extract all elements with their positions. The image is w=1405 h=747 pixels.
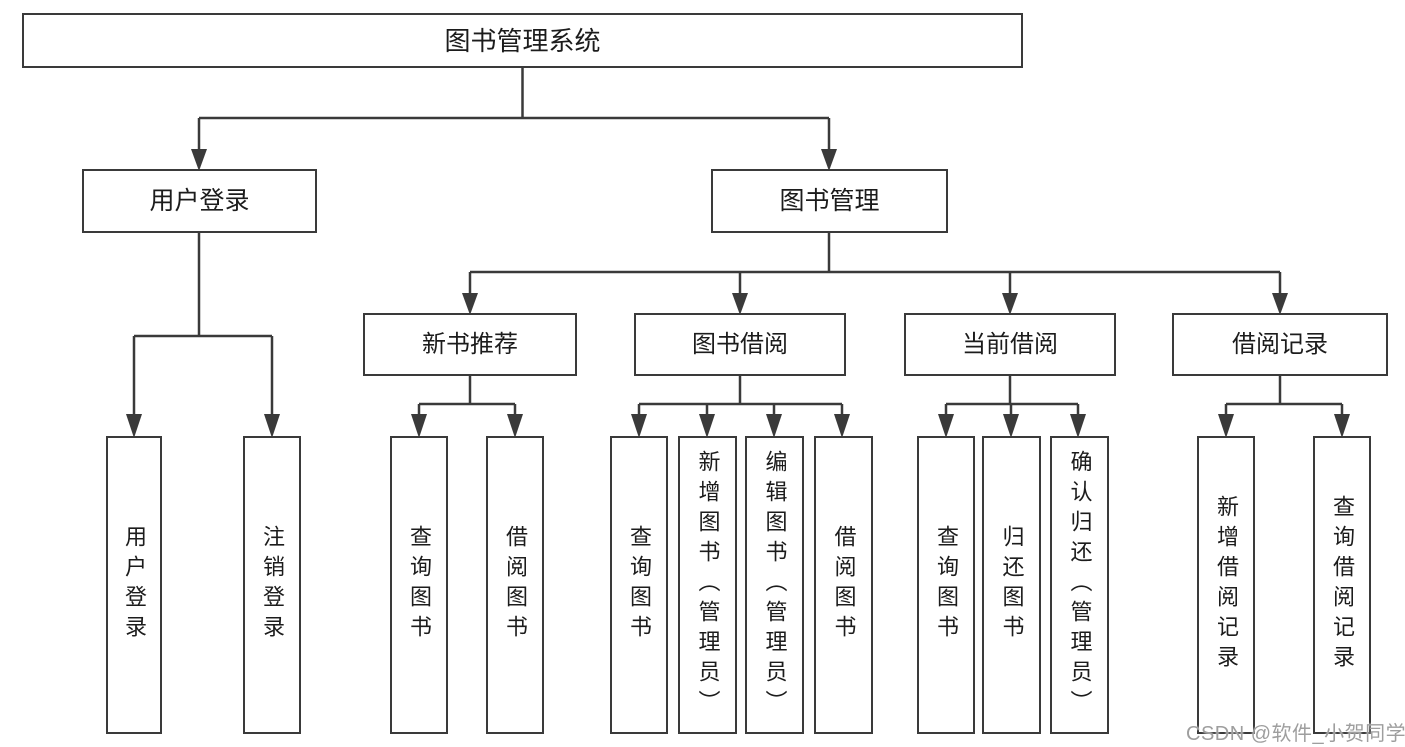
- leaf-current-return-books: 归还图书: [982, 436, 1041, 734]
- leaf-logout: 注销登录: [243, 436, 301, 734]
- leaf-borrow-query-books-label: 查询图书: [627, 525, 652, 645]
- leaf-borrow-query-books: 查询图书: [610, 436, 668, 734]
- leaf-records-add-record: 新增借阅记录: [1197, 436, 1255, 734]
- leaf-recommend-query-books-label: 查询图书: [407, 525, 432, 645]
- leaf-borrow-borrow-books: 借阅图书: [814, 436, 873, 734]
- node-new-book-recommend: 新书推荐: [363, 313, 577, 376]
- leaf-recommend-borrow-books-label: 借阅图书: [503, 525, 528, 645]
- node-user-login: 用户登录: [82, 169, 317, 233]
- leaf-recommend-borrow-books: 借阅图书: [486, 436, 544, 734]
- leaf-current-confirm-return-admin-label: 确认归还（管理员）: [1067, 450, 1093, 720]
- leaf-recommend-query-books: 查询图书: [390, 436, 448, 734]
- leaf-borrow-edit-books-admin-label: 编辑图书（管理员）: [762, 450, 788, 720]
- node-borrow-records: 借阅记录: [1172, 313, 1388, 376]
- leaf-records-add-record-label: 新增借阅记录: [1214, 495, 1239, 675]
- leaf-records-query-record: 查询借阅记录: [1313, 436, 1371, 734]
- node-borrow-records-label: 借阅记录: [1232, 330, 1328, 358]
- leaf-current-confirm-return-admin: 确认归还（管理员）: [1050, 436, 1109, 734]
- watermark-text: CSDN @软件_小贺同学: [1186, 723, 1405, 745]
- leaf-current-return-books-label: 归还图书: [999, 525, 1025, 645]
- leaf-borrow-add-books-admin-label: 新增图书（管理员）: [695, 450, 721, 720]
- node-book-management-label: 图书管理: [779, 186, 880, 215]
- node-library-system-label: 图书管理系统: [444, 25, 601, 56]
- leaf-borrow-add-books-admin: 新增图书（管理员）: [678, 436, 737, 734]
- leaf-borrow-borrow-books-label: 借阅图书: [831, 525, 857, 645]
- node-current-borrow: 当前借阅: [904, 313, 1116, 376]
- leaf-current-query-books-label: 查询图书: [934, 525, 959, 645]
- node-current-borrow-label: 当前借阅: [962, 330, 1058, 358]
- node-book-borrow-label: 图书借阅: [692, 330, 788, 358]
- node-book-management: 图书管理: [711, 169, 948, 233]
- node-library-system: 图书管理系统: [22, 13, 1023, 68]
- leaf-borrow-edit-books-admin: 编辑图书（管理员）: [745, 436, 804, 734]
- node-user-login-label: 用户登录: [149, 186, 250, 215]
- node-new-book-recommend-label: 新书推荐: [422, 330, 518, 358]
- leaf-user-login: 用户登录: [106, 436, 162, 734]
- node-book-borrow: 图书借阅: [634, 313, 846, 376]
- leaf-current-query-books: 查询图书: [917, 436, 975, 734]
- leaf-records-query-record-label: 查询借阅记录: [1330, 495, 1355, 675]
- leaf-logout-label: 注销登录: [260, 525, 285, 645]
- leaf-user-login-label: 用户登录: [122, 525, 147, 645]
